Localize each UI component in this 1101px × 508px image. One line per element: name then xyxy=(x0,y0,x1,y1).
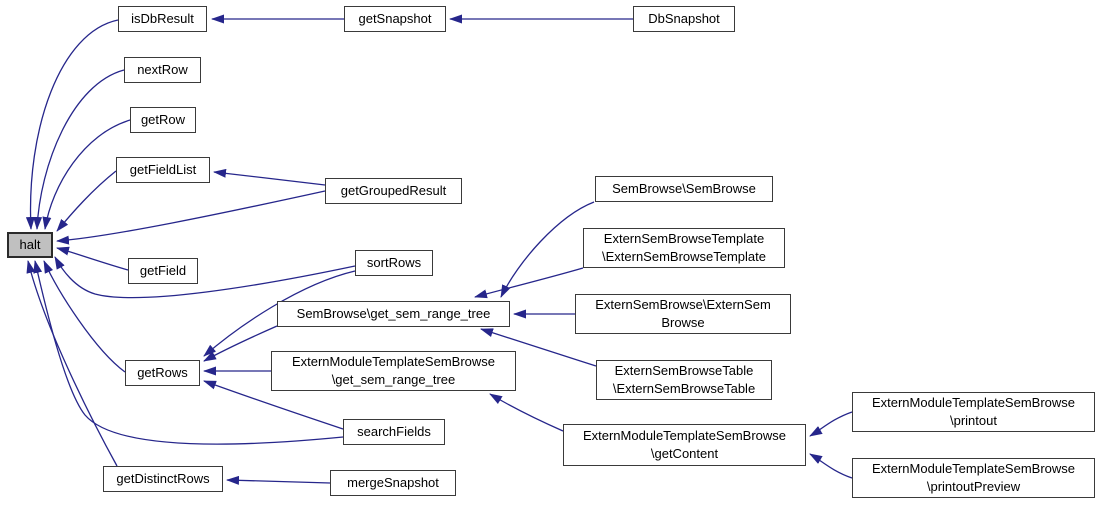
node-getrow[interactable]: getRow xyxy=(130,107,196,133)
edge-sortRows-halt xyxy=(54,256,356,299)
edge-externSemBrowseTable-getSemRangeTree xyxy=(480,328,597,367)
edge-getField-halt xyxy=(56,246,129,271)
node-dbsnapshot[interactable]: DbSnapshot xyxy=(633,6,735,32)
edge-printout-getContent xyxy=(809,411,853,437)
node-sembrowse-get-sem-range-tree[interactable]: SemBrowse\get_sem_range_tree xyxy=(277,301,510,327)
node-searchfields[interactable]: searchFields xyxy=(343,419,445,445)
edge-nextRow-halt xyxy=(33,69,125,230)
edge-isDbResult-halt xyxy=(25,19,119,230)
edge-getGroupedResult-getFieldList xyxy=(213,168,326,186)
node-getgroupedresult[interactable]: getGroupedResult xyxy=(325,178,462,204)
node-externsembrowsetemplate[interactable]: ExternSemBrowseTemplate \ExternSemBrowse… xyxy=(583,228,785,268)
edge-searchFields-getRows xyxy=(203,380,344,430)
node-sembrowse-sembrowse[interactable]: SemBrowse\SemBrowse xyxy=(595,176,773,202)
node-printout[interactable]: ExternModuleTemplateSemBrowse \printout xyxy=(852,392,1095,432)
node-printoutpreview[interactable]: ExternModuleTemplateSemBrowse \printoutP… xyxy=(852,458,1095,498)
edge-getFieldList-halt xyxy=(56,170,117,232)
node-mergesnapshot[interactable]: mergeSnapshot xyxy=(330,470,456,496)
node-getrows[interactable]: getRows xyxy=(125,360,200,386)
node-extern-get-sem-range-tree[interactable]: ExternModuleTemplateSemBrowse \get_sem_r… xyxy=(271,351,516,391)
node-getdistinctrows[interactable]: getDistinctRows xyxy=(103,466,223,492)
node-nextrow[interactable]: nextRow xyxy=(124,57,201,83)
edge-getGroupedResult-halt xyxy=(56,190,326,245)
edge-getRow-halt xyxy=(42,119,131,230)
edge-externSemBrowseTemplate-getSemRangeTree xyxy=(474,267,584,299)
node-halt: halt xyxy=(7,232,53,258)
node-isdbresult[interactable]: isDbResult xyxy=(118,6,207,32)
edge-getRows-halt xyxy=(43,260,126,373)
node-getfieldlist[interactable]: getFieldList xyxy=(116,157,210,183)
edge-searchFields-halt xyxy=(33,260,344,445)
edge-mergeSnapshot-getDistinctRows xyxy=(226,475,331,485)
edge-printoutPreview-getContent xyxy=(809,453,853,479)
node-getcontent[interactable]: ExternModuleTemplateSemBrowse \getConten… xyxy=(563,424,806,466)
edge-getDistinctRows-halt xyxy=(26,260,118,467)
edge-semBrowse-getSemRangeTree xyxy=(500,201,595,298)
edge-getContent-externGetSemRangeTree xyxy=(489,393,564,432)
node-sortrows[interactable]: sortRows xyxy=(355,250,433,276)
node-getsnapshot[interactable]: getSnapshot xyxy=(344,6,446,32)
node-externsembrowse[interactable]: ExternSemBrowse\ExternSem Browse xyxy=(575,294,791,334)
edge-getSemRangeTree-getRows xyxy=(203,325,278,362)
node-externsembrowsetable[interactable]: ExternSemBrowseTable \ExternSemBrowseTab… xyxy=(596,360,772,400)
node-getfield[interactable]: getField xyxy=(128,258,198,284)
edge-sortRows-getRows xyxy=(203,270,356,357)
